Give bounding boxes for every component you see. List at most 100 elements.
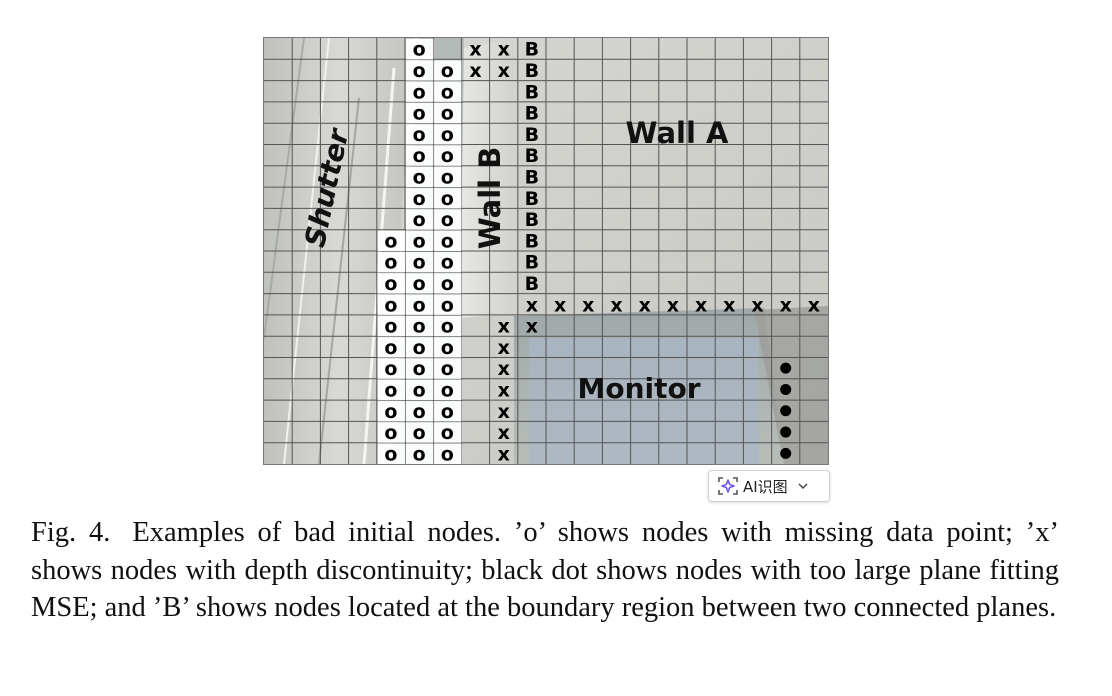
missing-data-cell xyxy=(406,443,434,464)
missing-data-cell xyxy=(434,273,462,294)
missing-data-node: o xyxy=(441,60,454,82)
chevron-down-icon xyxy=(798,482,808,489)
missing-data-cell xyxy=(434,294,462,315)
missing-data-cell xyxy=(434,124,462,145)
depth-discontinuity-node: x xyxy=(526,294,538,316)
missing-data-cell xyxy=(434,252,462,273)
missing-data-node: o xyxy=(384,230,397,252)
missing-data-node: o xyxy=(413,81,426,103)
caption-text: Examples of bad initial nodes. ’o’ shows… xyxy=(31,517,1059,623)
missing-data-node: o xyxy=(413,145,426,167)
missing-data-cell xyxy=(406,294,434,315)
depth-discontinuity-node: x xyxy=(498,39,510,61)
missing-data-cell xyxy=(434,379,462,401)
missing-data-node: o xyxy=(413,337,426,359)
depth-discontinuity-node: x xyxy=(808,294,820,316)
missing-data-node: o xyxy=(413,379,426,401)
ai-sparkle-icon xyxy=(718,477,738,495)
missing-data-cell xyxy=(406,358,434,379)
missing-data-cell xyxy=(377,273,405,294)
missing-data-cell xyxy=(406,401,434,422)
depth-discontinuity-node: x xyxy=(498,60,510,82)
label-wall-b: Wall B xyxy=(473,147,507,250)
missing-data-cell xyxy=(406,315,434,337)
missing-data-node: o xyxy=(441,273,454,295)
label-wall-a: Wall A xyxy=(626,116,730,150)
missing-data-node: o xyxy=(441,209,454,231)
missing-data-node: o xyxy=(441,358,454,380)
missing-data-cell xyxy=(406,102,434,124)
depth-discontinuity-node: x xyxy=(469,60,481,82)
shutter-slat-line xyxy=(264,38,305,339)
missing-data-node: o xyxy=(441,422,454,444)
missing-data-cell xyxy=(434,145,462,166)
missing-data-node: o xyxy=(413,422,426,444)
missing-data-cell xyxy=(377,252,405,273)
missing-data-cell xyxy=(434,358,462,379)
missing-data-node: o xyxy=(441,252,454,274)
missing-data-node: o xyxy=(384,358,397,380)
large-mse-node xyxy=(780,362,792,374)
missing-data-cell xyxy=(434,230,462,251)
depth-discontinuity-node: x xyxy=(695,294,707,316)
missing-data-node: o xyxy=(384,443,397,464)
missing-data-node: o xyxy=(413,401,426,423)
large-mse-node xyxy=(780,447,792,459)
depth-discontinuity-node: x xyxy=(639,294,651,316)
missing-data-cell xyxy=(406,337,434,358)
depth-discontinuity-node: x xyxy=(498,443,510,464)
boundary-node: B xyxy=(525,273,539,295)
missing-data-cell xyxy=(434,60,462,81)
missing-data-cell xyxy=(434,443,462,464)
missing-data-node: o xyxy=(384,273,397,295)
missing-data-node: o xyxy=(441,124,454,146)
depth-discontinuity-node: x xyxy=(498,337,510,359)
missing-data-node: o xyxy=(413,358,426,380)
missing-data-cell xyxy=(377,379,405,401)
missing-data-node: o xyxy=(413,124,426,146)
missing-data-node: o xyxy=(384,252,397,274)
missing-data-node: o xyxy=(413,188,426,210)
boundary-node: B xyxy=(525,39,539,61)
boundary-node: B xyxy=(525,81,539,103)
missing-data-cell xyxy=(434,81,462,102)
missing-data-node: o xyxy=(413,294,426,316)
missing-data-cell xyxy=(406,60,434,81)
large-mse-node xyxy=(780,426,792,438)
missing-data-cell xyxy=(406,124,434,145)
missing-data-cell xyxy=(434,337,462,358)
missing-data-cell xyxy=(406,422,434,443)
missing-data-cell xyxy=(406,379,434,401)
missing-data-cell xyxy=(434,315,462,337)
missing-data-cell xyxy=(434,401,462,422)
depth-discontinuity-node: x xyxy=(780,294,792,316)
missing-data-cell xyxy=(377,337,405,358)
missing-data-cell xyxy=(406,39,434,60)
ai-recognize-label: AI识图 xyxy=(743,477,788,496)
missing-data-cell xyxy=(377,422,405,443)
boundary-node: B xyxy=(525,230,539,252)
depth-discontinuity-node: x xyxy=(610,294,622,316)
monitor-stand-region xyxy=(754,306,828,464)
missing-data-node: o xyxy=(384,294,397,316)
missing-data-cell xyxy=(406,273,434,294)
missing-data-cell xyxy=(377,358,405,379)
missing-data-node: o xyxy=(441,166,454,188)
missing-data-node: o xyxy=(413,60,426,82)
boundary-node: B xyxy=(525,103,539,125)
missing-data-cell xyxy=(434,422,462,443)
missing-data-cell xyxy=(377,230,405,251)
missing-data-node: o xyxy=(413,252,426,274)
missing-data-node: o xyxy=(413,230,426,252)
missing-data-cell xyxy=(377,294,405,315)
missing-data-node: o xyxy=(413,209,426,231)
ai-recognize-button[interactable]: AI识图 xyxy=(708,470,830,502)
boundary-node: B xyxy=(525,60,539,82)
missing-data-cell xyxy=(406,166,434,188)
missing-data-cell xyxy=(406,81,434,102)
missing-data-node: o xyxy=(441,145,454,167)
depth-discontinuity-node: x xyxy=(667,294,679,316)
missing-data-node: o xyxy=(441,379,454,401)
missing-data-cell xyxy=(434,102,462,124)
